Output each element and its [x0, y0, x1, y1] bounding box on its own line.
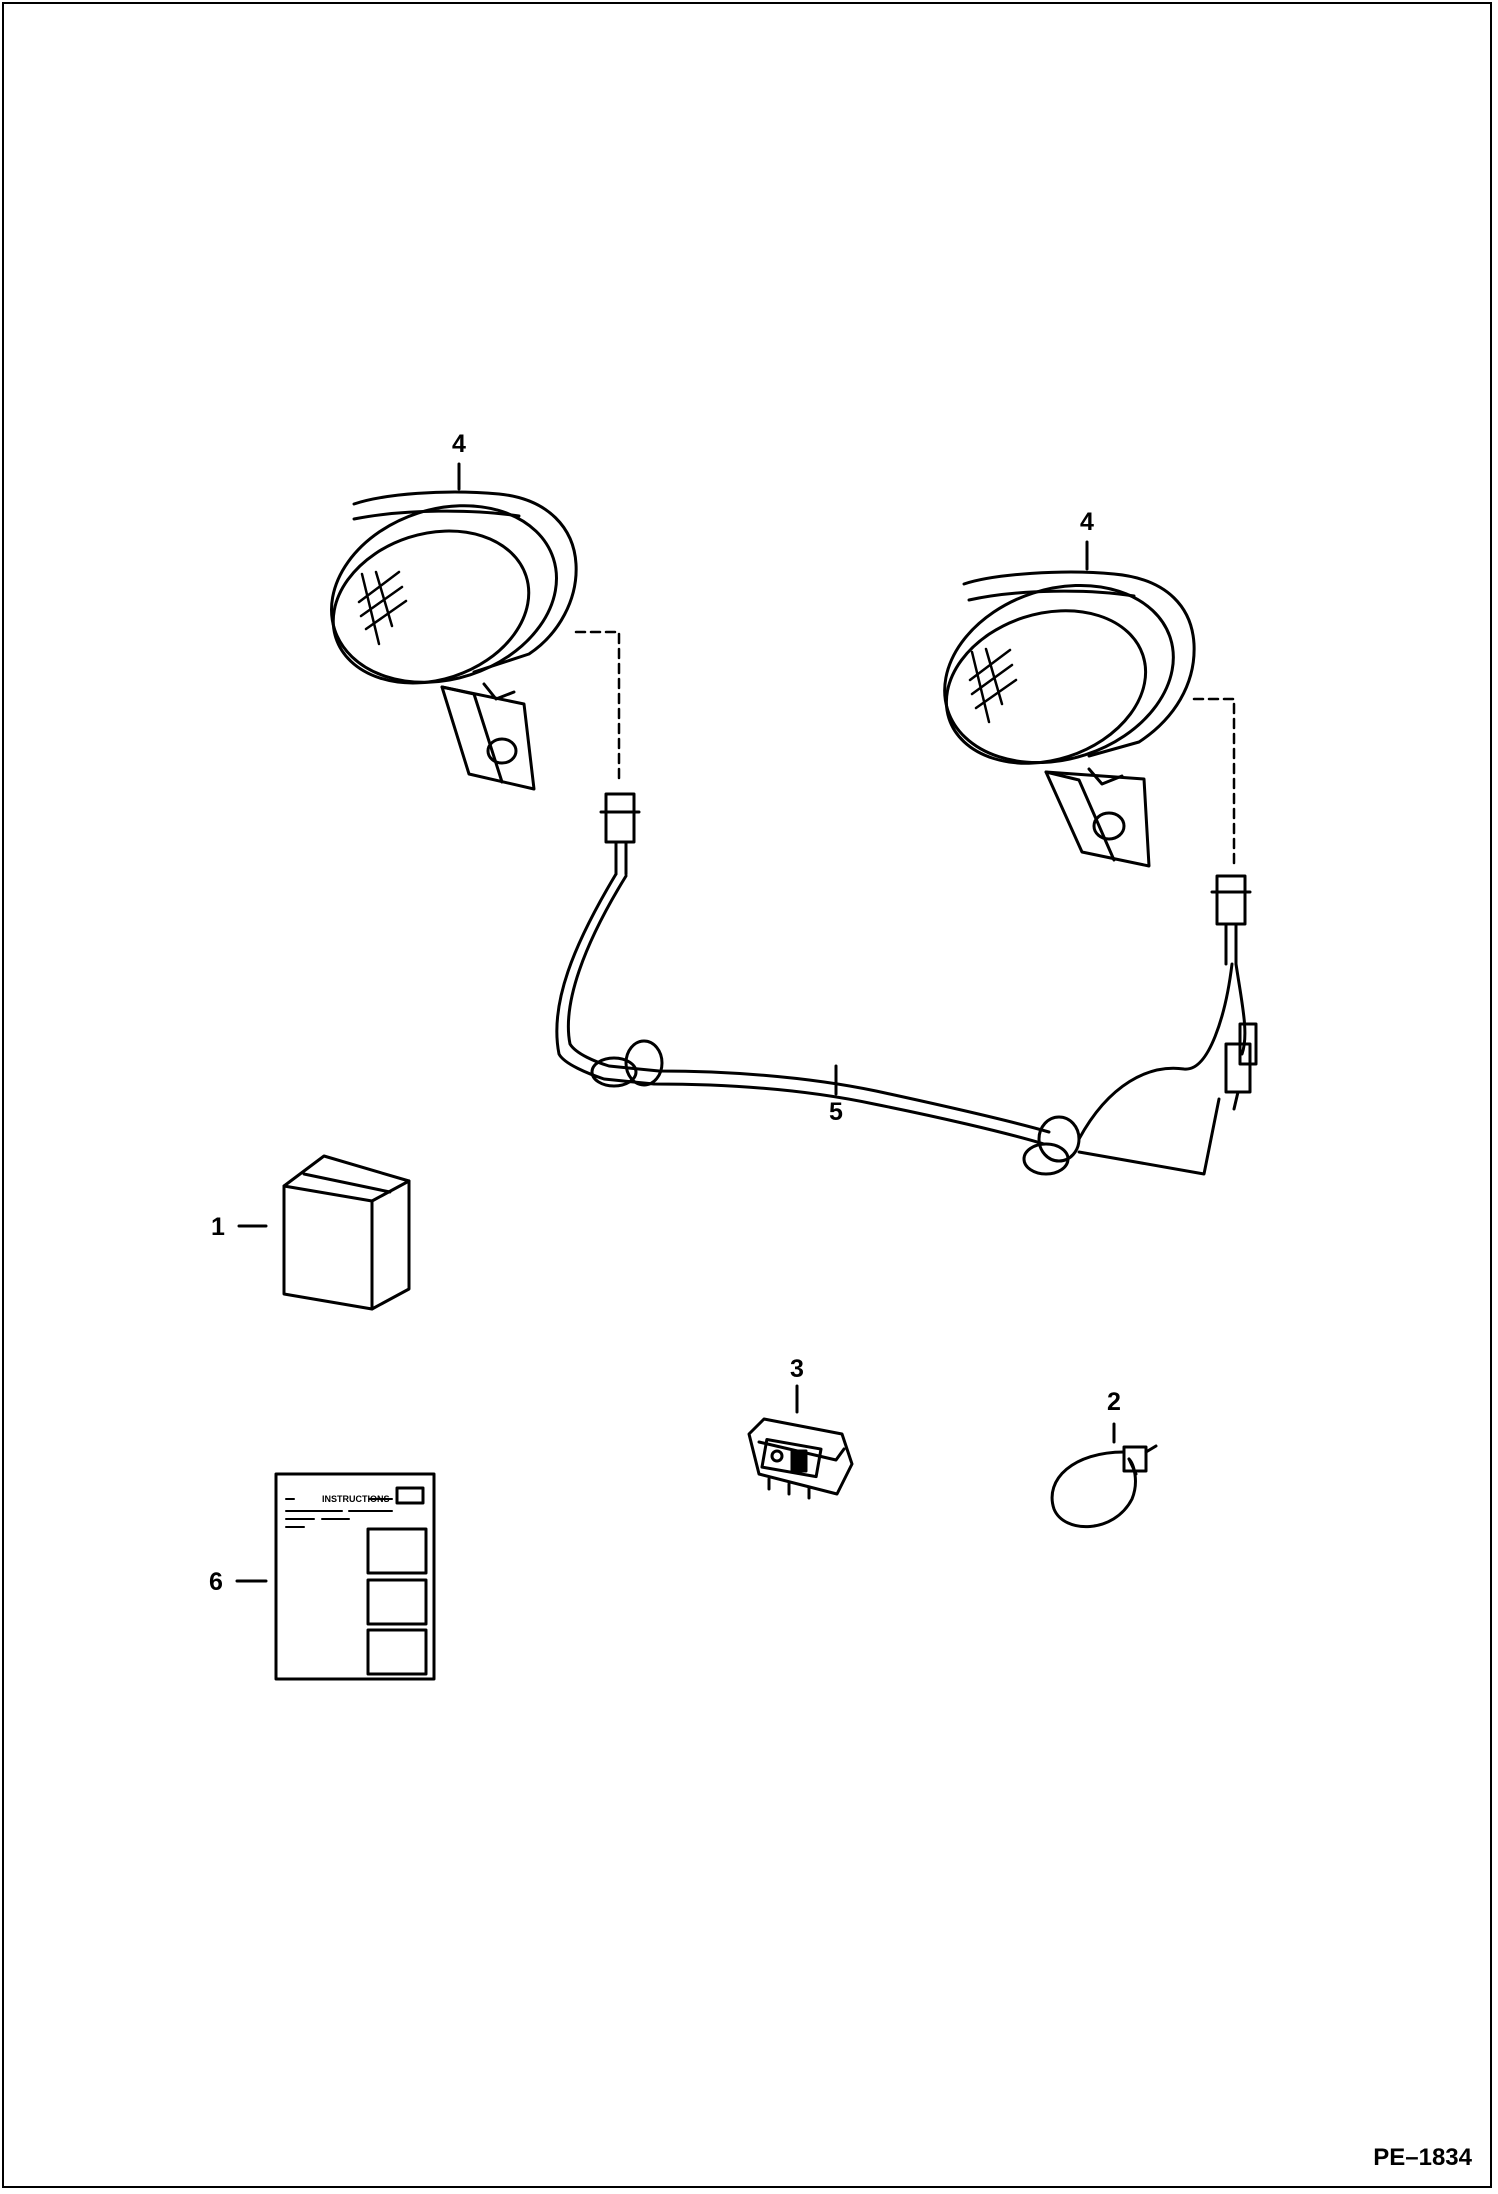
cable-tie: [1050, 1444, 1158, 1529]
callout-4-right: 4: [1080, 508, 1094, 536]
instruction-sheet-heading: INSTRUCTIONS: [322, 1494, 390, 1504]
callout-4-left: 4: [452, 430, 466, 458]
kit-box: [282, 1154, 411, 1311]
callout-3: 3: [790, 1355, 804, 1383]
leader-lines: [235, 462, 1116, 1583]
figure-id: PE–1834: [1373, 2144, 1472, 2171]
instruction-sheet: [274, 1472, 436, 1681]
callout-6: 6: [209, 1568, 223, 1596]
work-light-right: [943, 570, 1196, 868]
rocker-switch: [747, 1417, 854, 1500]
work-light-left: [330, 490, 578, 791]
parts-diagram: INSTRUCTIONS 4 4 5 1 3 2 6: [209, 430, 1258, 1681]
callout-5: 5: [829, 1098, 843, 1126]
callout-1: 1: [211, 1213, 225, 1241]
wiring-harness: [555, 792, 1258, 1176]
callout-2: 2: [1107, 1388, 1121, 1416]
connection-dashes: [574, 630, 1236, 866]
